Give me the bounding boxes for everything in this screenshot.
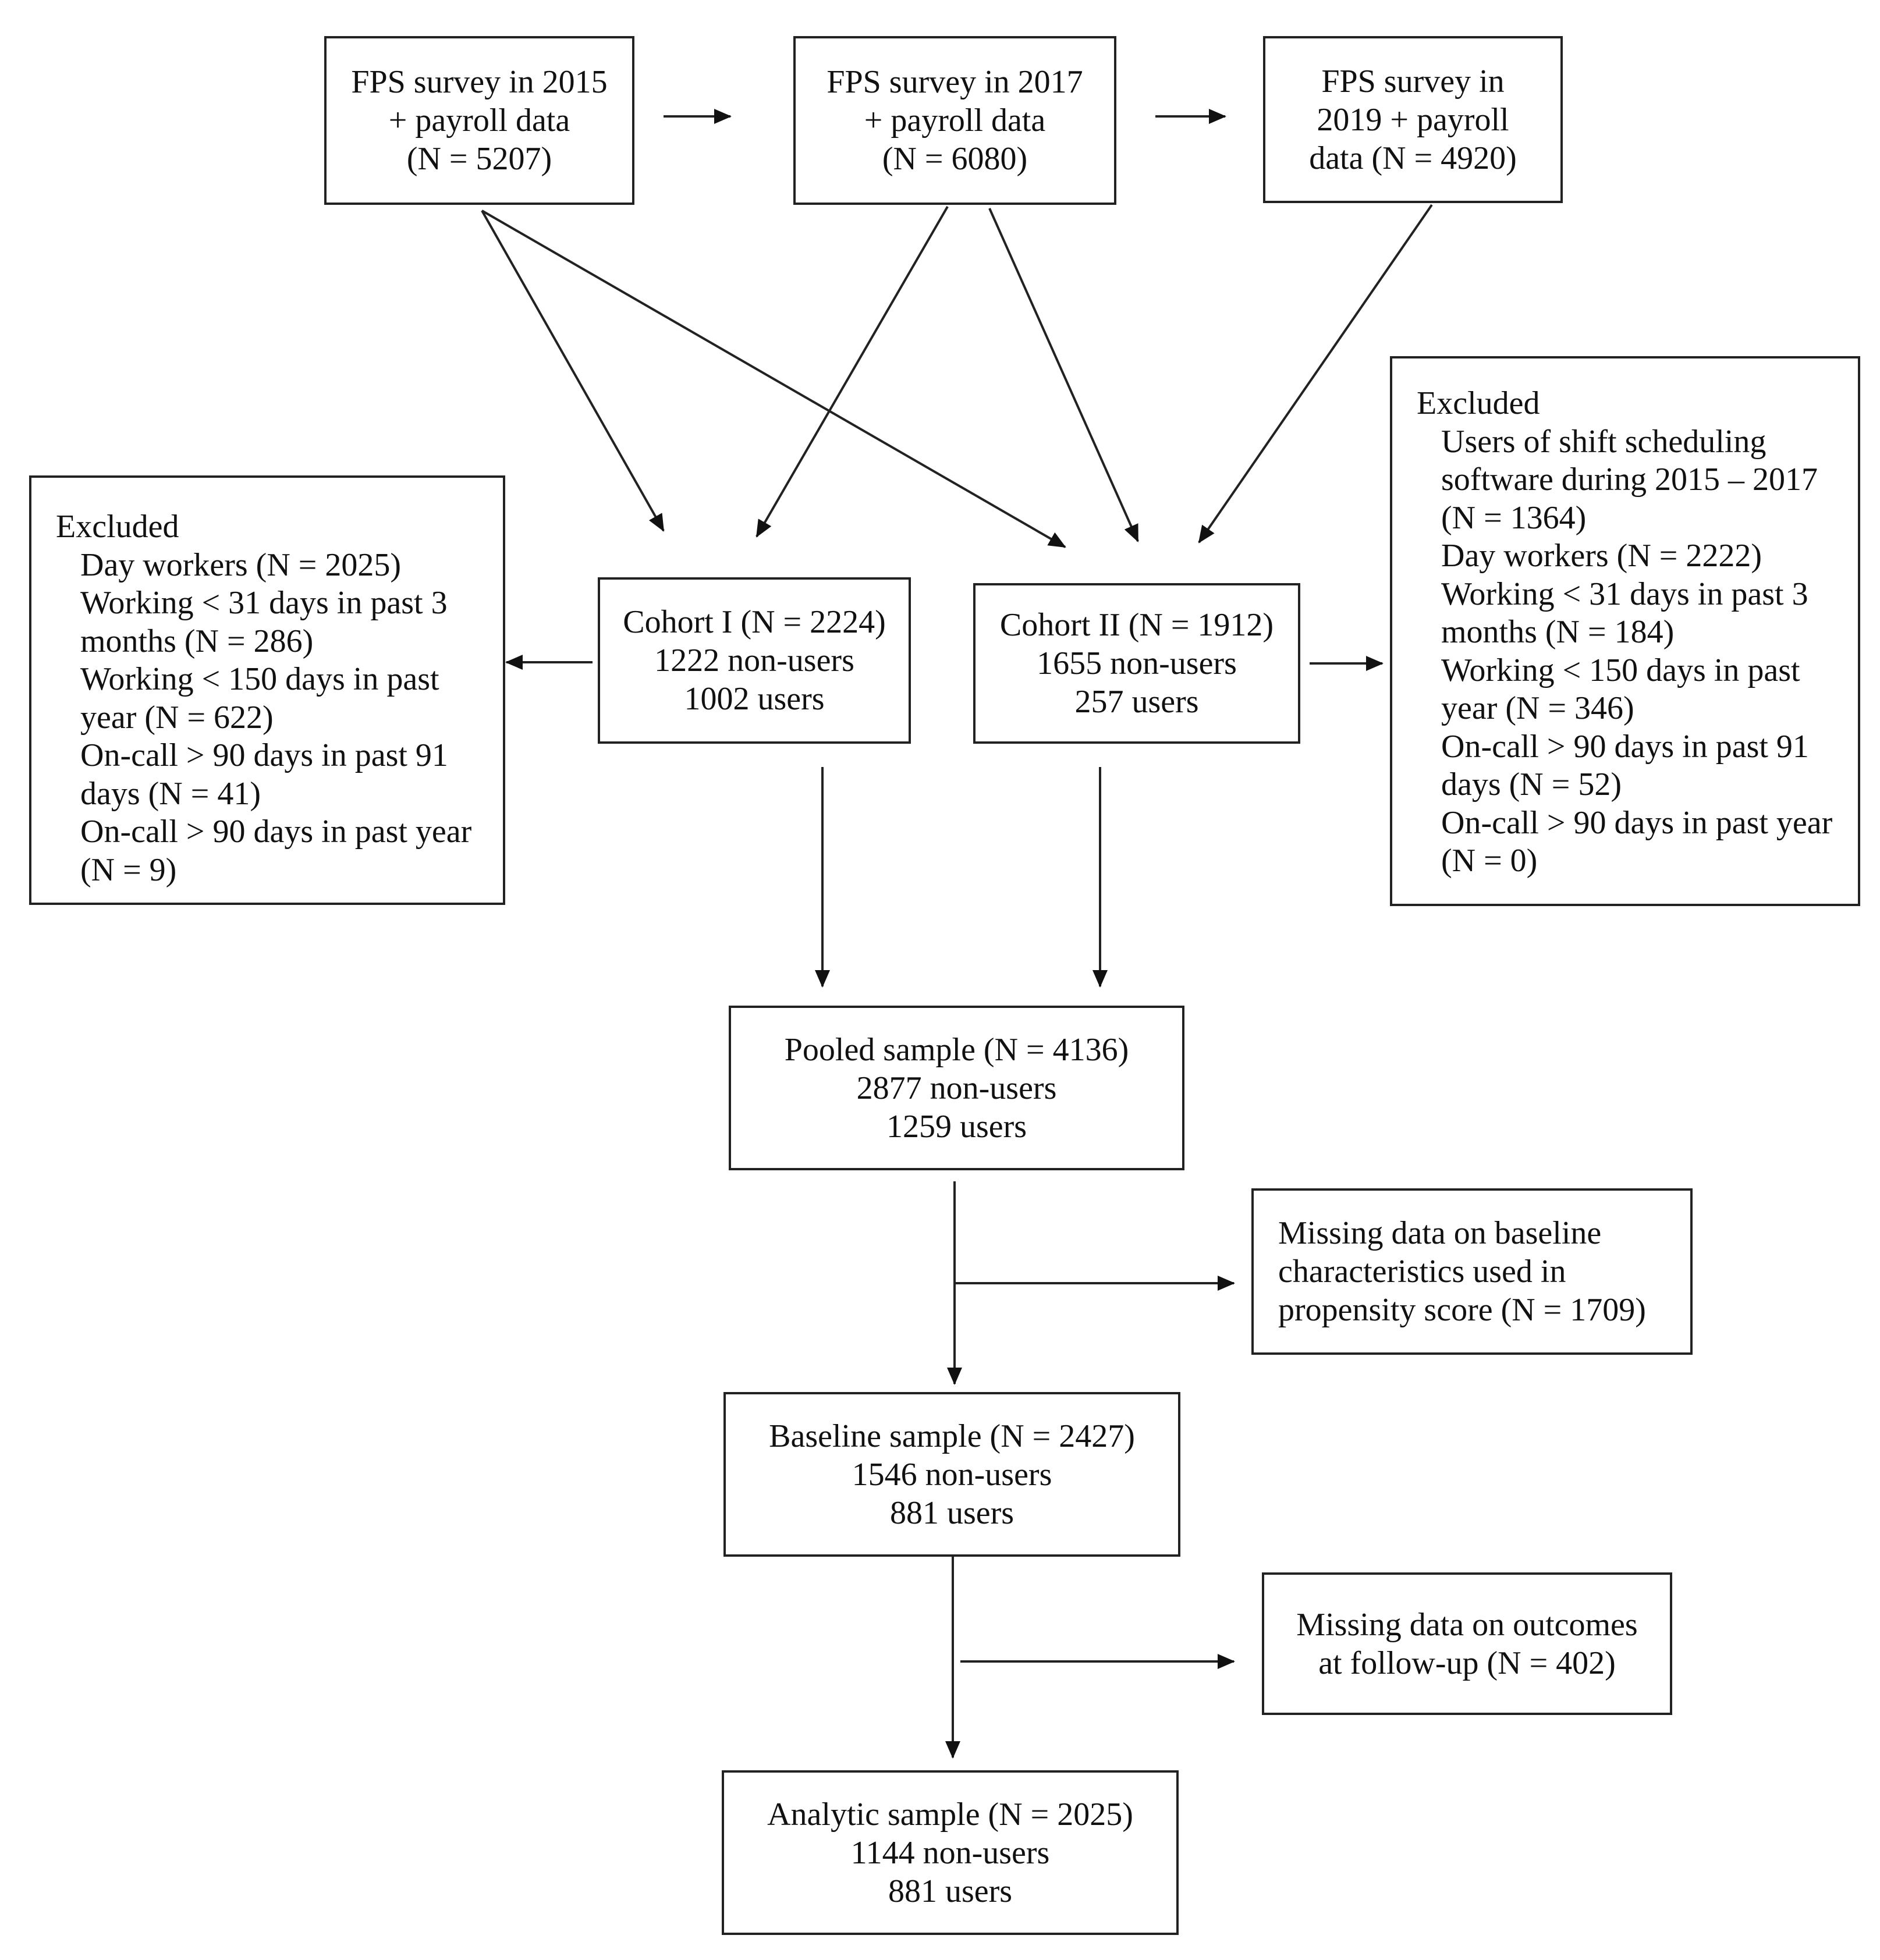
analytic-sample-line: 881 users (888, 1873, 1013, 1909)
excluded-right-item: (N = 1364) (1441, 499, 1587, 536)
baseline-sample-line: Baseline sample (N = 2427) (769, 1418, 1135, 1454)
arrow-2017-to-cohort2 (988, 208, 1139, 542)
analytic-sample-box: Analytic sample (N = 2025) 1144 non-user… (722, 1770, 1179, 1935)
excluded-left-item: Working < 150 days in past (80, 661, 439, 697)
excluded-right-item: On-call > 90 days in past 91 (1441, 728, 1809, 765)
pooled-sample-box: Pooled sample (N = 4136) 2877 non-users … (729, 1006, 1184, 1170)
excluded-right-item: months (N = 184) (1441, 614, 1675, 650)
source-box-line: + payroll data (864, 102, 1046, 139)
missing-outcomes-box: Missing data on outcomes at follow-up (N… (1262, 1572, 1672, 1715)
excluded-right-item: year (N = 346) (1441, 690, 1634, 726)
excluded-left-item: Day workers (N = 2025) (80, 546, 402, 583)
source-box-line: (N = 5207) (406, 141, 552, 177)
cohort-1-line: Cohort I (N = 2224) (623, 604, 886, 640)
baseline-sample-box: Baseline sample (N = 2427) 1546 non-user… (723, 1392, 1180, 1557)
source-box-line: FPS survey in 2017 (827, 64, 1083, 100)
excluded-left-item: Working < 31 days in past 3 (80, 585, 448, 621)
pooled-sample-line: 1259 users (886, 1108, 1027, 1145)
missing-baseline-line: propensity score (N = 1709) (1278, 1292, 1646, 1328)
source-box-line: FPS survey in (1321, 63, 1505, 100)
excluded-right-list: Users of shift scheduling software durin… (1417, 423, 1858, 880)
pooled-sample-line: 2877 non-users (856, 1070, 1057, 1106)
excluded-right-item: On-call > 90 days in past year (1441, 804, 1833, 841)
excluded-left-item: (N = 9) (80, 851, 177, 888)
excluded-left-item: On-call > 90 days in past 91 (80, 737, 448, 773)
missing-baseline-line: Missing data on baseline (1278, 1215, 1602, 1251)
cohort-1-line: 1222 non-users (654, 642, 854, 679)
source-box-fps-2017: FPS survey in 2017 + payroll data (N = 6… (793, 36, 1116, 205)
baseline-sample-line: 1546 non-users (852, 1456, 1052, 1493)
source-box-fps-2015: FPS survey in 2015 + payroll data (N = 5… (324, 36, 634, 205)
cohort-2-box: Cohort II (N = 1912) 1655 non-users 257 … (973, 583, 1300, 744)
missing-baseline-box: Missing data on baseline characteristics… (1251, 1188, 1693, 1355)
source-box-line: FPS survey in 2015 (351, 64, 608, 100)
missing-outcomes-line: Missing data on outcomes (1296, 1606, 1638, 1643)
excluded-left-item: On-call > 90 days in past year (80, 814, 472, 850)
excluded-left-item: days (N = 41) (80, 775, 261, 812)
cohort-2-line: 257 users (1074, 684, 1199, 720)
excluded-right-item: software during 2015 – 2017 (1441, 461, 1818, 498)
excluded-right-item: Working < 150 days in past (1441, 652, 1800, 688)
excluded-left-heading: Excluded (56, 509, 179, 545)
excluded-box-right: Excluded Users of shift scheduling softw… (1390, 356, 1860, 906)
source-box-fps-2019: FPS survey in 2019 + payroll data (N = 4… (1263, 36, 1563, 203)
missing-outcomes-line: at follow-up (N = 402) (1318, 1645, 1616, 1681)
excluded-right-item: Users of shift scheduling (1441, 423, 1767, 460)
excluded-right-item: Day workers (N = 2222) (1441, 538, 1762, 574)
arrow-2015-to-cohort2 (481, 210, 1066, 548)
excluded-right-item: Working < 31 days in past 3 (1441, 576, 1808, 612)
cohort-1-box: Cohort I (N = 2224) 1222 non-users 1002 … (598, 577, 911, 744)
excluded-right-item: (N = 0) (1441, 843, 1538, 879)
cohort-2-line: Cohort II (N = 1912) (999, 607, 1274, 643)
missing-baseline-line: characteristics used in (1278, 1254, 1566, 1290)
source-box-line: 2019 + payroll (1317, 101, 1509, 138)
cohort-2-line: 1655 non-users (1037, 645, 1237, 681)
source-box-line: + payroll data (388, 102, 570, 139)
excluded-left-item: months (N = 286) (80, 623, 314, 659)
excluded-box-left: Excluded Day workers (N = 2025) Working … (29, 475, 505, 905)
excluded-left-item: year (N = 622) (80, 699, 274, 736)
excluded-right-heading: Excluded (1417, 385, 1540, 421)
arrow-2019-to-cohort2 (1198, 204, 1433, 544)
analytic-sample-line: Analytic sample (N = 2025) (767, 1796, 1133, 1833)
source-box-line: data (N = 4920) (1309, 140, 1517, 176)
pooled-sample-line: Pooled sample (N = 4136) (784, 1031, 1129, 1068)
arrow-2015-to-cohort1 (481, 210, 665, 532)
source-box-line: (N = 6080) (882, 141, 1028, 177)
excluded-right-item: days (N = 52) (1441, 766, 1622, 803)
arrow-2017-to-cohort1 (755, 205, 949, 538)
baseline-sample-line: 881 users (889, 1494, 1015, 1531)
analytic-sample-line: 1144 non-users (850, 1834, 1050, 1871)
excluded-left-list: Day workers (N = 2025) Working < 31 days… (56, 546, 503, 890)
cohort-1-line: 1002 users (684, 681, 825, 717)
